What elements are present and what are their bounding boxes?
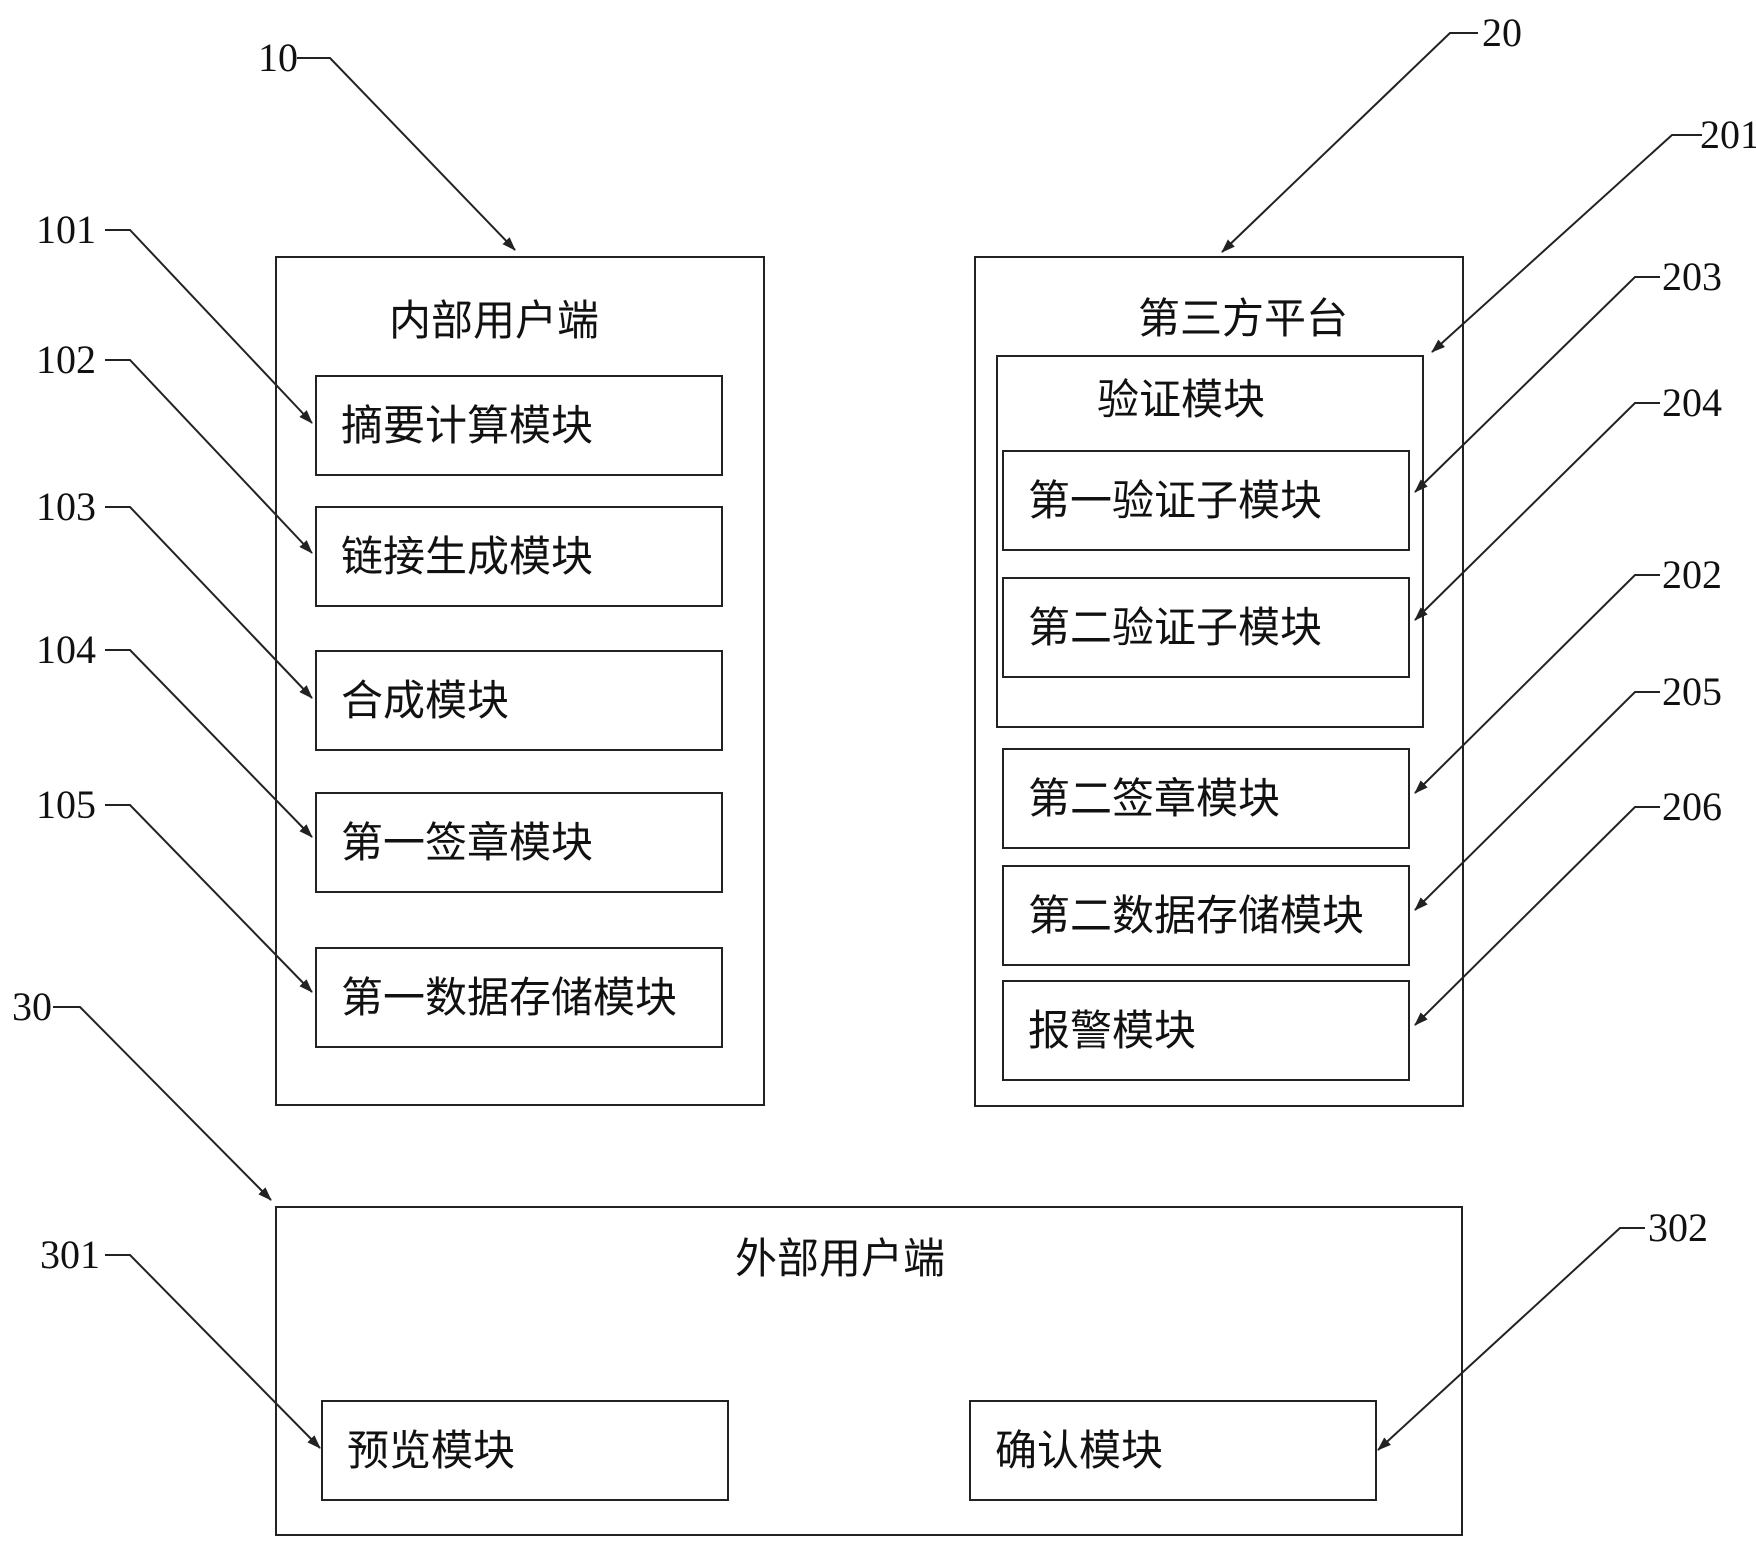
leader-102: [105, 359, 313, 554]
leader-206: [1414, 806, 1660, 1026]
ref-201: 201: [1700, 112, 1756, 157]
leader-30: [53, 1006, 272, 1201]
module-second-signature: 第二签章模块: [1002, 748, 1410, 849]
module-second-data-storage: 第二数据存储模块: [1002, 865, 1410, 966]
leader-101: [105, 229, 313, 424]
leader-205: [1414, 691, 1660, 911]
module-first-signature: 第一签章模块: [315, 792, 723, 893]
ref-10: 10: [258, 35, 298, 80]
leader-204: [1414, 402, 1660, 621]
leader-203: [1414, 276, 1660, 493]
ref-101: 101: [36, 207, 96, 252]
ref-20: 20: [1482, 10, 1522, 55]
leader-202: [1414, 574, 1660, 794]
external-user-end-box: 外部用户端: [275, 1206, 1463, 1536]
ref-203: 203: [1662, 254, 1722, 299]
leader-302: [1377, 1227, 1645, 1451]
leader-201: [1431, 134, 1702, 353]
third-party-platform-title: 第三方平台: [1138, 294, 1349, 343]
leader-105: [105, 804, 313, 993]
ref-102: 102: [36, 337, 96, 382]
ref-202: 202: [1662, 552, 1722, 597]
module-second-verification-sub: 第二验证子模块: [1002, 577, 1410, 678]
internal-user-end-title: 内部用户端: [389, 296, 600, 345]
verification-module-box: 验证模块: [996, 355, 1424, 728]
leader-20: [1221, 32, 1478, 253]
leader-10: [297, 57, 516, 251]
module-alarm: 报警模块: [1002, 980, 1410, 1081]
verification-module-title: 验证模块: [1097, 375, 1266, 424]
ref-30: 30: [12, 984, 52, 1029]
ref-205: 205: [1662, 669, 1722, 714]
ref-105: 105: [36, 782, 96, 827]
internal-user-end-box: 内部用户端: [275, 256, 765, 1106]
module-first-data-storage: 第一数据存储模块: [315, 947, 723, 1048]
leader-301: [105, 1254, 321, 1449]
module-confirm: 确认模块: [969, 1400, 1377, 1501]
ref-204: 204: [1662, 380, 1722, 425]
module-digest-calculation: 摘要计算模块: [315, 375, 723, 476]
ref-302: 302: [1648, 1205, 1708, 1250]
ref-103: 103: [36, 484, 96, 529]
external-user-end-title: 外部用户端: [735, 1234, 946, 1283]
module-synthesis: 合成模块: [315, 650, 723, 751]
ref-206: 206: [1662, 784, 1722, 829]
third-party-platform-box: 第三方平台: [974, 256, 1464, 1107]
ref-301: 301: [40, 1232, 100, 1277]
module-first-verification-sub: 第一验证子模块: [1002, 450, 1410, 551]
ref-104: 104: [36, 627, 96, 672]
leader-103: [105, 506, 313, 699]
leader-104: [105, 649, 313, 838]
module-preview: 预览模块: [321, 1400, 729, 1501]
module-link-generation: 链接生成模块: [315, 506, 723, 607]
